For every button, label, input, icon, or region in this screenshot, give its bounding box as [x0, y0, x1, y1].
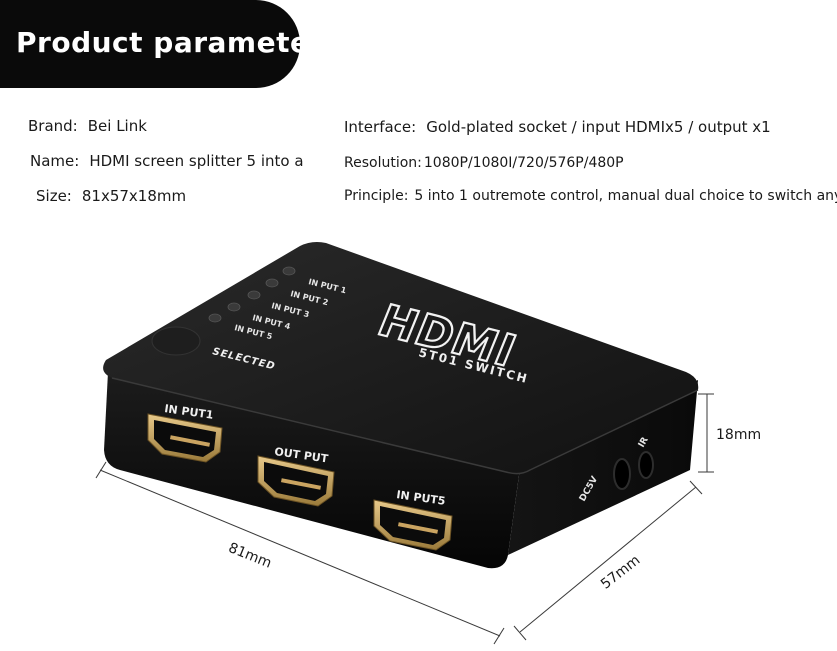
- spec-name: Name: HDMI screen splitter 5 into a: [30, 152, 304, 170]
- spec-principle: Principle: 5 into 1 outremote control, ma…: [344, 188, 837, 204]
- ir-jack: [638, 451, 654, 479]
- dc-power-jack: [613, 458, 631, 490]
- device-edge-highlight: [111, 377, 699, 475]
- spec-resolution-label: Resolution:: [344, 155, 422, 171]
- spec-interface-value: Gold-plated socket / input HDMIx5 / outp…: [426, 118, 771, 136]
- spec-brand-label: Brand:: [28, 117, 78, 135]
- spec-name-label: Name:: [30, 152, 80, 170]
- spec-principle-value: 5 into 1 outremote control, manual dual …: [414, 188, 837, 204]
- spec-size: Size: 81x57x18mm: [36, 187, 186, 205]
- spec-size-value: 81x57x18mm: [81, 187, 187, 205]
- spec-interface: Interface: Gold-plated socket / input HDM…: [344, 118, 771, 136]
- led-indicator: [265, 278, 279, 288]
- spec-principle-label: Principle:: [344, 188, 409, 204]
- spec-resolution: Resolution:1080P/1080I/720/576P/480P: [344, 155, 624, 171]
- dimension-lines: [95, 393, 714, 645]
- hdmi-port-input-1: [147, 413, 223, 463]
- select-button: [151, 326, 201, 356]
- spec-brand-value: Bei Link: [87, 117, 147, 135]
- led-indicator: [208, 313, 222, 323]
- header-banner: Product parameters: [0, 0, 340, 88]
- led-indicator: [282, 266, 296, 276]
- led-indicator: [247, 290, 261, 300]
- spec-brand: Brand: Bei Link: [28, 117, 147, 135]
- device-top-face: [103, 242, 699, 474]
- ir-label: IR: [637, 436, 651, 450]
- spec-name-value: HDMI screen splitter 5 into a: [89, 152, 304, 170]
- spec-size-label: Size:: [36, 187, 72, 205]
- dimension-height: 18mm: [716, 427, 762, 443]
- spec-resolution-value: 1080P/1080I/720/576P/480P: [423, 155, 624, 171]
- hdmi-port-input-5: [373, 499, 453, 551]
- device-side-face: [508, 380, 698, 555]
- page-title: Product parameters: [16, 26, 341, 59]
- led-indicator: [227, 302, 241, 312]
- hdmi-port-output: [257, 455, 335, 507]
- spec-interface-label: Interface:: [344, 118, 417, 136]
